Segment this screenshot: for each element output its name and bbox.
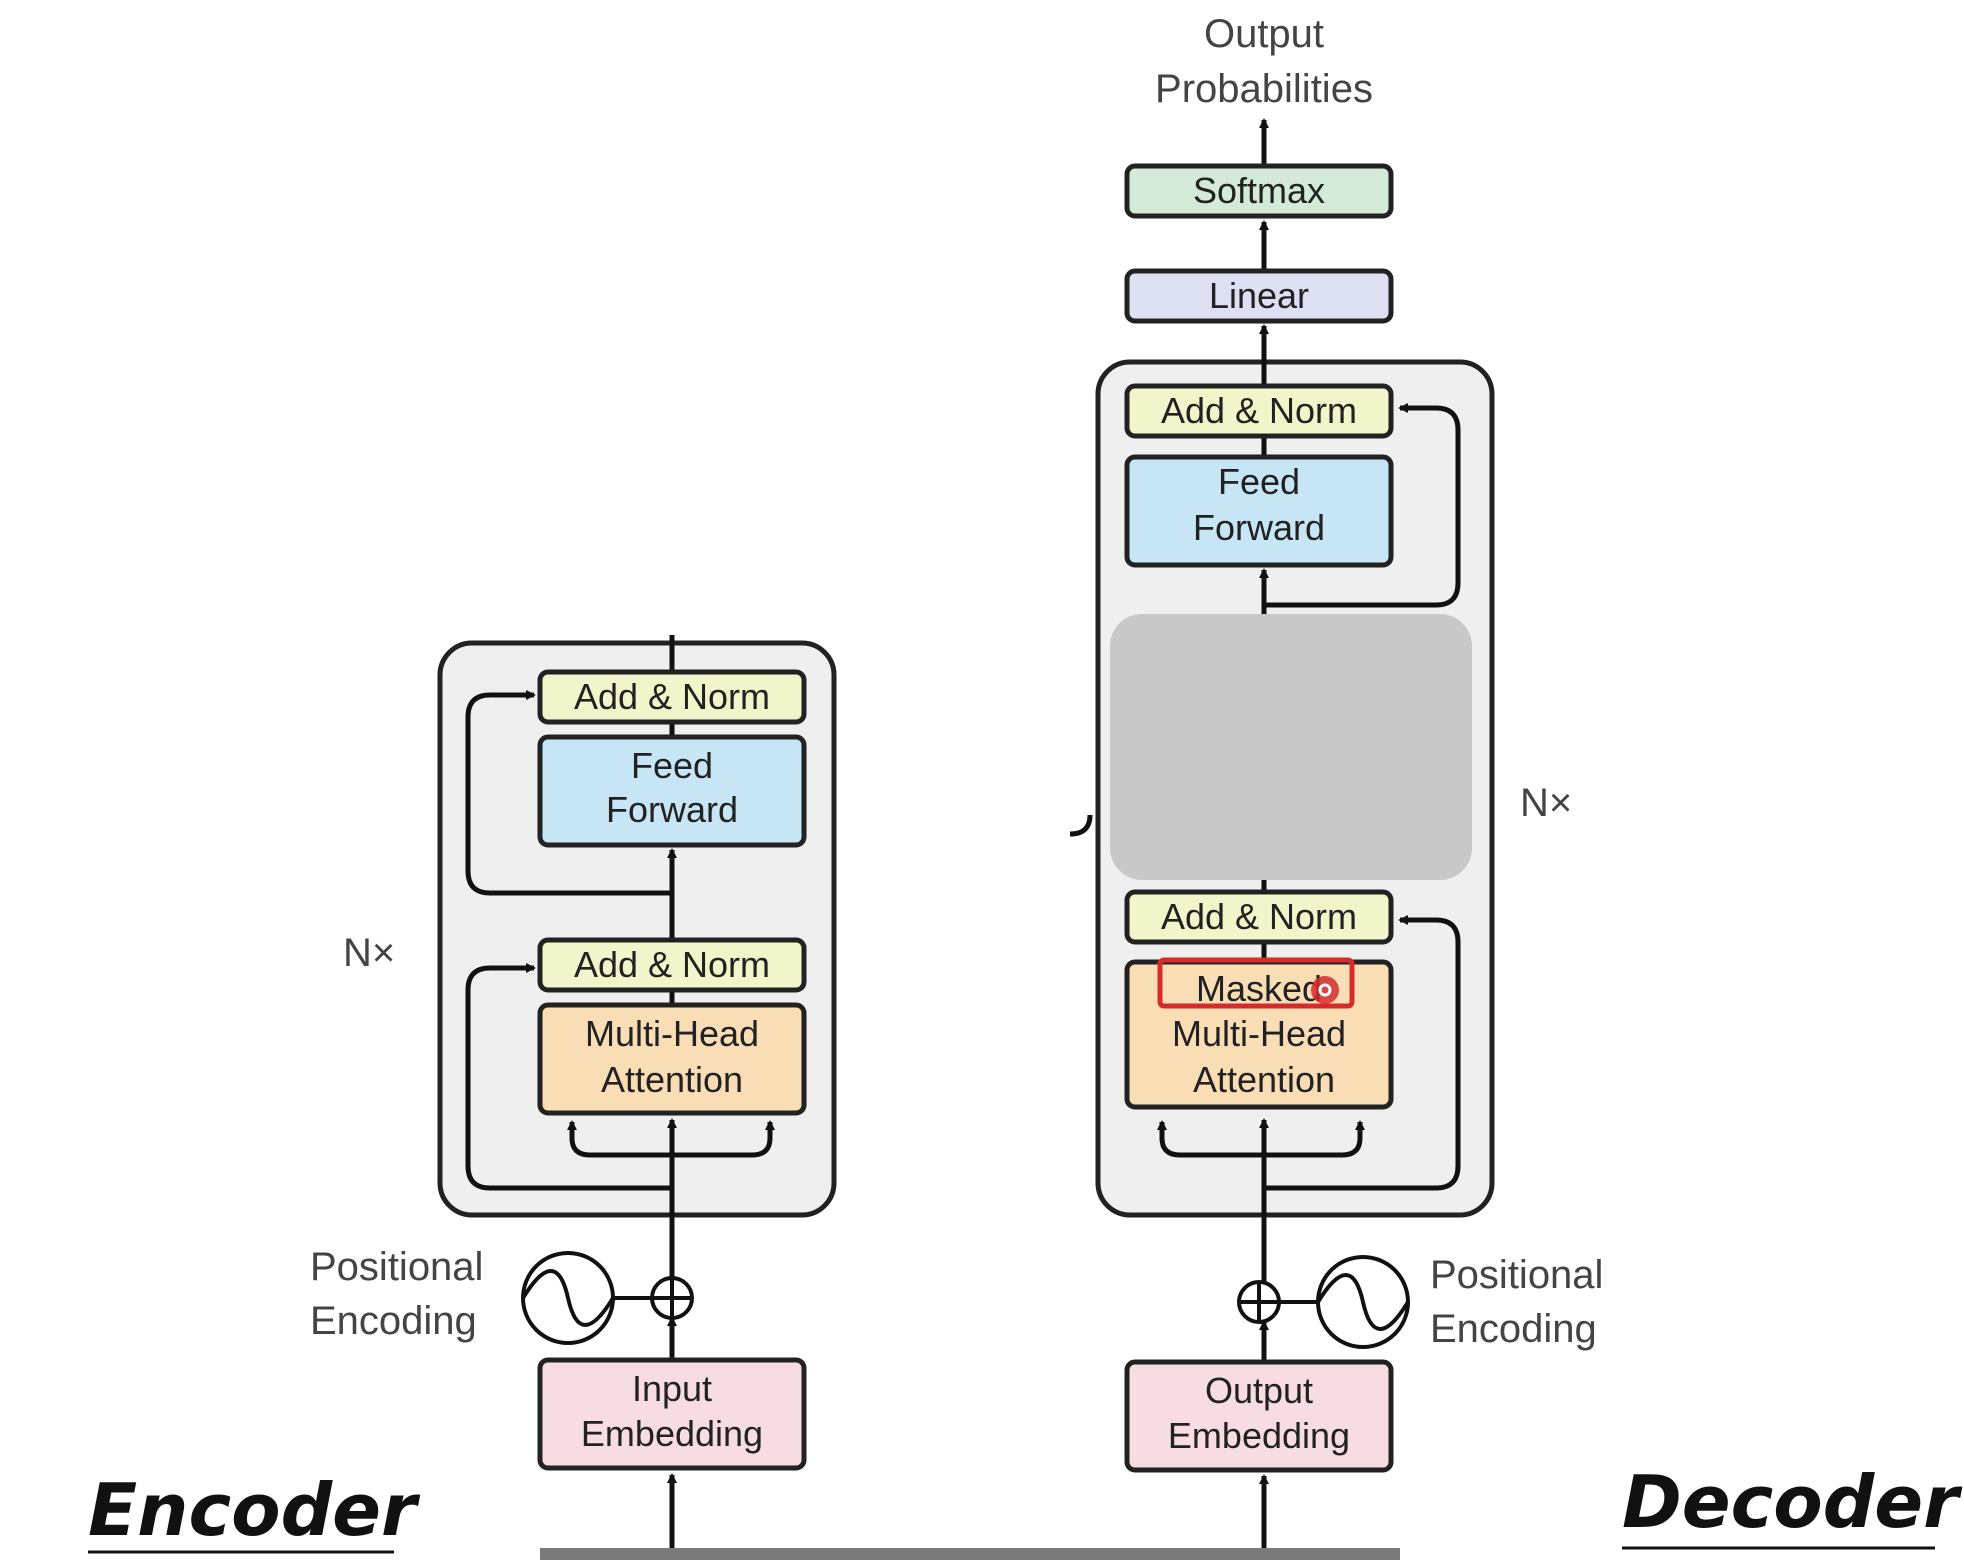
encoder-stack [437, 640, 837, 1218]
decoder-linear-label: Linear [1209, 275, 1309, 316]
encoder-title: Encoder [88, 1468, 421, 1552]
decoder-embedding-line1: Output [1205, 1370, 1313, 1411]
decoder-add-norm-top [1124, 383, 1394, 439]
decoder-attention-fanout [1157, 1120, 1264, 1158]
decoder-sine-wave [1316, 1273, 1410, 1331]
subtitle-bar-fragment [540, 1548, 1400, 1560]
decoder-output-embedding [1124, 1359, 1394, 1473]
masked-highlight-box [1157, 957, 1355, 1009]
decoder-add-norm-top-label: Add & Norm [1161, 390, 1357, 431]
decoder-feed-forward-line2: Forward [1193, 507, 1325, 548]
decoder-embedding-line2: Embedding [1168, 1415, 1350, 1456]
encoder-add-norm-top-label: Add & Norm [574, 676, 770, 717]
decoder-hidden-block-overlay [1110, 614, 1472, 880]
encoder-attention-line1: Multi-Head [585, 1013, 759, 1054]
decoder-feed-forward-line1: Feed [1218, 461, 1300, 502]
encoder-positional-line1: Positional [310, 1245, 483, 1289]
decoder-attention-fanout-right [1264, 1120, 1365, 1158]
decoder-repeat-label: N× [1520, 781, 1572, 825]
decoder-positional-line2: Encoding [1430, 1307, 1597, 1351]
encoder-residual-1 [465, 963, 672, 1191]
encoder-add-norm-bottom-label: Add & Norm [574, 944, 770, 985]
decoder-positional-line1: Positional [1430, 1253, 1603, 1297]
decoder-title: Decoder [1622, 1460, 1963, 1544]
decoder-softmax-label: Softmax [1193, 170, 1325, 211]
decoder-masked-line1: Masked [1196, 968, 1322, 1009]
decoder-cross-input-stub [1069, 814, 1093, 837]
decoder-linear [1124, 268, 1394, 324]
output-probabilities-line1: Output [1204, 12, 1324, 56]
decoder-residual-1 [1264, 915, 1461, 1191]
encoder-positional-line2: Encoding [310, 1299, 477, 1343]
encoder-sine-wave [521, 1269, 615, 1327]
decoder-residual-2 [1264, 403, 1461, 608]
encoder-feed-forward-line1: Feed [631, 745, 713, 786]
encoder-attention-fanout-right [672, 1120, 775, 1158]
encoder-attention-line2: Attention [601, 1059, 743, 1100]
encoder-feed-forward [537, 734, 807, 848]
encoder-add-norm-bottom [537, 937, 807, 993]
decoder-feed-forward [1124, 454, 1394, 568]
decoder-masked-line2: Multi-Head [1172, 1013, 1346, 1054]
cursor-dot-icon [1311, 976, 1339, 1004]
encoder-embedding-line1: Input [632, 1368, 712, 1409]
encoder-repeat-label: N× [343, 931, 395, 975]
encoder-attention-fanout [567, 1120, 672, 1158]
encoder-residual-2 [465, 690, 672, 896]
encoder-multi-head-attention [537, 1002, 807, 1116]
encoder-add-norm-top [537, 669, 807, 725]
encoder-input-embedding [537, 1357, 807, 1471]
decoder-softmax [1124, 163, 1394, 219]
decoder-add-norm-bottom [1124, 889, 1394, 945]
decoder-add-norm-bottom-label: Add & Norm [1161, 896, 1357, 937]
cursor-dot-center [1318, 983, 1332, 997]
output-probabilities-line2: Probabilities [1155, 67, 1373, 111]
decoder-masked-line3: Attention [1193, 1059, 1335, 1100]
encoder-embedding-line2: Embedding [581, 1413, 763, 1454]
encoder-feed-forward-line2: Forward [606, 789, 738, 830]
